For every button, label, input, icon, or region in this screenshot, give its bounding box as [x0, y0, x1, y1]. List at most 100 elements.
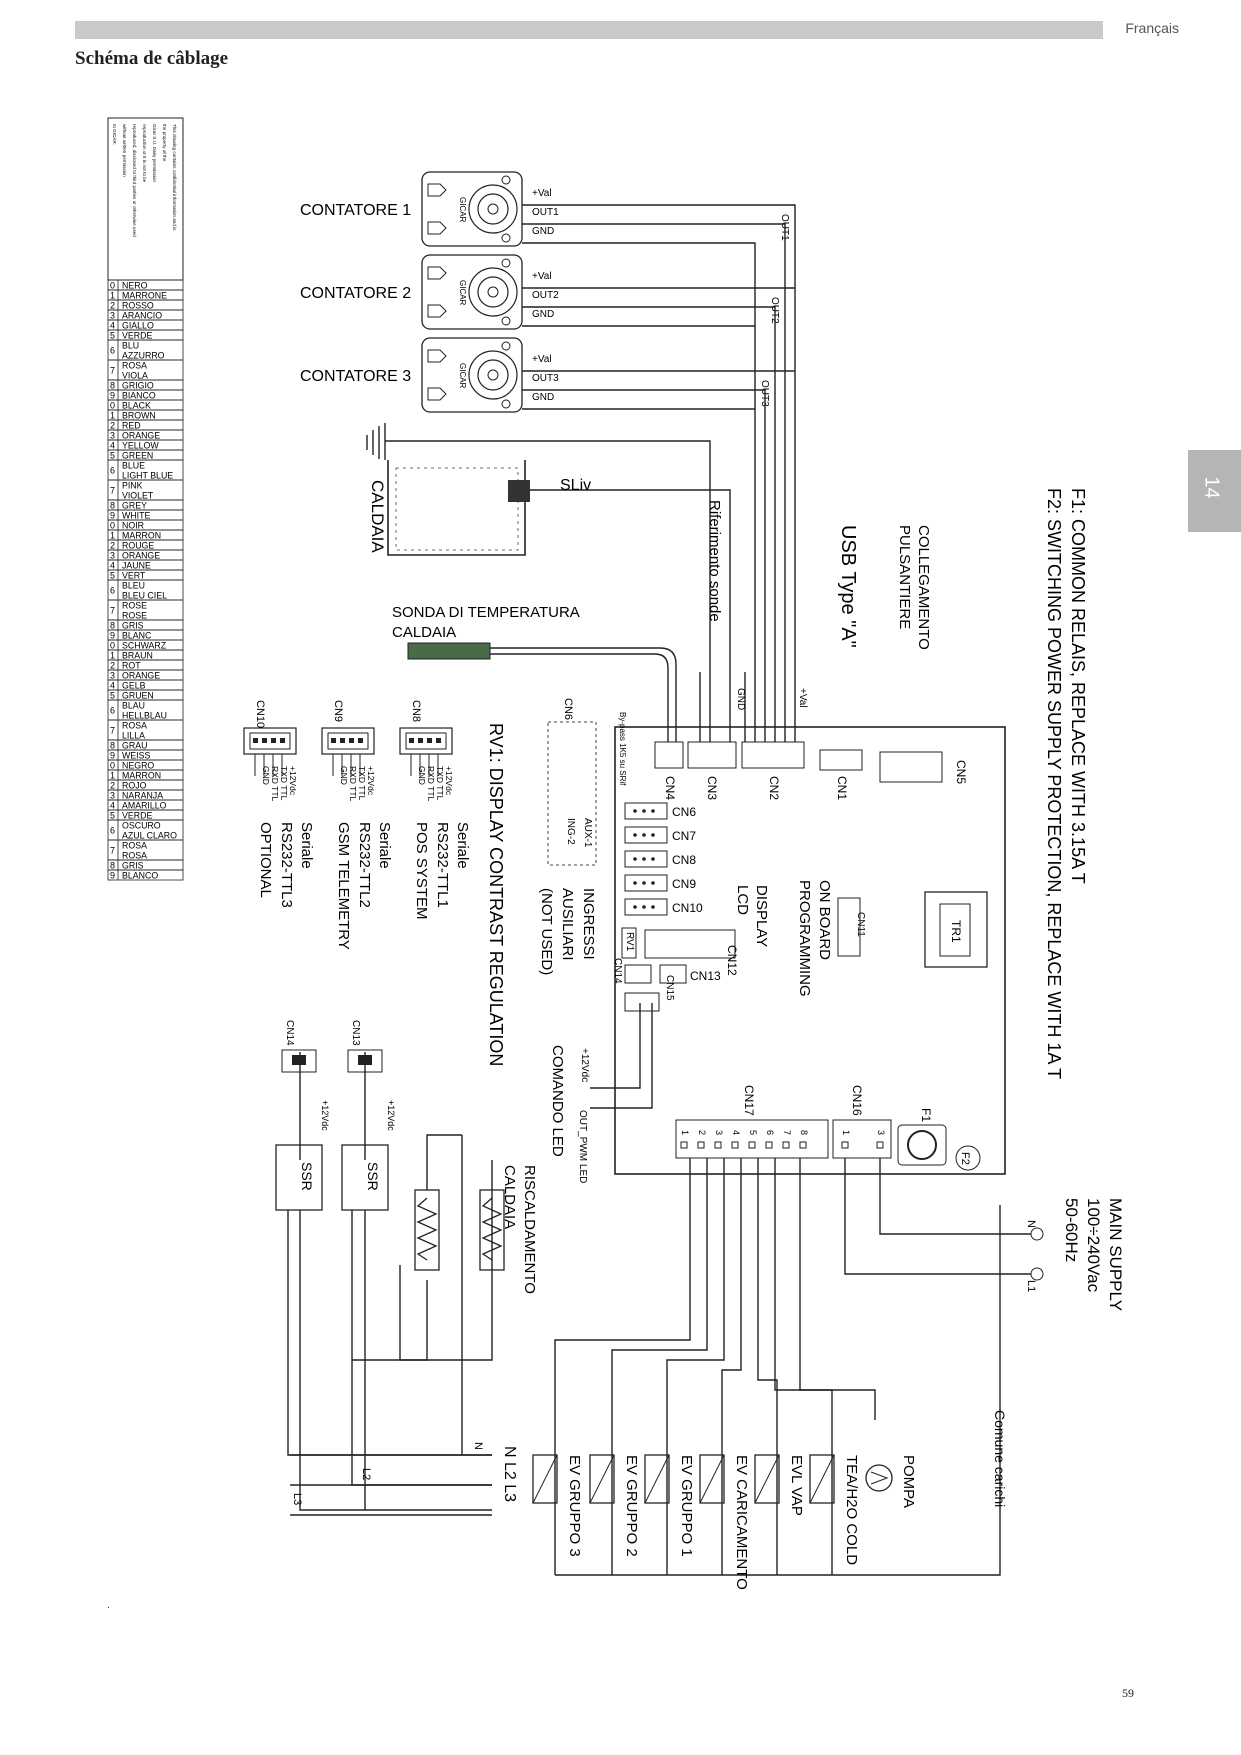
serial-cn-label: CN8: [410, 700, 422, 722]
load-4: EV GRUPPO 1: [644, 1454, 695, 1557]
load-2: EVL VAP: [754, 1454, 805, 1516]
color-row: [107, 659, 184, 671]
load-label: EV GRUPPO 2: [623, 1455, 640, 1557]
load-label: EV GRUPPO 1: [678, 1455, 695, 1557]
cn1-label: CN1: [835, 776, 849, 800]
color-row-name: BLEU: [122, 581, 145, 591]
color-row-name: NOIR: [122, 521, 144, 531]
color-row-number: 8: [110, 381, 115, 391]
color-row-name: BRAUN: [122, 651, 153, 661]
color-row-name: AZZURRO: [122, 351, 165, 361]
ssr-voltage-label: +12Vdc: [320, 1100, 330, 1131]
color-row-number: 7: [110, 606, 115, 616]
color-row-number: 2: [110, 661, 115, 671]
riferimento-sonde-label: Riferimento sonde: [706, 500, 723, 622]
counter-out: OUT2: [532, 290, 559, 301]
color-row-number: 1: [110, 771, 115, 781]
color-row-name: AZUL CLARO: [122, 831, 177, 841]
color-row: [107, 519, 184, 531]
temp-probe-line1: SONDA DI TEMPERATURA: [392, 604, 580, 621]
color-row-number: 4: [110, 801, 115, 811]
color-row-name: VERDE: [122, 331, 152, 341]
page-title: Schéma de câblage: [75, 48, 229, 69]
cn17-pin: 6: [765, 1130, 775, 1135]
load-6: EV GRUPPO 3: [532, 1454, 583, 1557]
cn17-pin: 7: [782, 1130, 792, 1135]
wire-sliv: [530, 489, 731, 742]
serial-cn-label: CN10: [254, 700, 266, 728]
serial-l3: OPTIONAL: [257, 822, 274, 898]
color-row-number: 5: [110, 331, 115, 341]
ssr-label: SSR: [365, 1162, 381, 1191]
color-row-number: 8: [110, 861, 115, 871]
main-supply-label: MAIN SUPPLY: [1106, 1198, 1125, 1311]
side-connector-label: CN8: [672, 853, 696, 867]
lines-n-l2-l3-label: N L2 L3: [501, 1446, 518, 1502]
color-row-name: ROSA: [122, 841, 147, 851]
cn17-pin: 3: [714, 1130, 724, 1135]
wire-supply-n: [879, 1158, 1037, 1235]
load-label: POMPA: [900, 1455, 917, 1508]
load-label: EVL VAP: [788, 1455, 805, 1516]
color-row-name: BLANC: [122, 631, 152, 641]
counter-brand: GICAR: [458, 280, 467, 306]
color-row-name: LIGHT BLUE: [122, 471, 173, 481]
color-row-name: VERT: [122, 571, 146, 581]
cn17-pin: 2: [697, 1130, 707, 1135]
disclaimer-line: reproduction or it is not to be: [142, 124, 147, 183]
serial-pin-label: RXD TTL: [426, 766, 436, 802]
lcd-label: LCD: [734, 885, 751, 915]
serial-l1: Seriale: [376, 822, 393, 869]
line-l3-label: L3: [291, 1493, 303, 1505]
counter-label: CONTATORE 3: [300, 368, 411, 385]
wire-counter1-out: [522, 223, 786, 742]
color-row-number: 4: [110, 321, 115, 331]
cn3-label: CN3: [705, 776, 719, 800]
cn14-board-label: CN14: [612, 958, 623, 984]
serial-l3: POS SYSTEM: [413, 822, 430, 920]
disclaimer-line: to GICAR.: [112, 124, 117, 145]
cn12-label: CN12: [725, 945, 739, 976]
color-row-name: ROSE: [122, 601, 147, 611]
boiler: CALDAIA SLiv: [368, 460, 591, 556]
wire-counter3-out: [522, 389, 766, 742]
cn2-label: CN2: [767, 776, 781, 800]
section-tab[interactable]: 14: [1188, 450, 1241, 532]
counter-val: +Val: [532, 354, 552, 365]
boiler-label: CALDAIA: [368, 480, 387, 553]
serial-l2: RS232-TTL1: [434, 822, 451, 908]
color-row-name: GRIS: [122, 621, 144, 631]
display-label: DISPLAY: [753, 885, 770, 947]
color-row: [107, 569, 184, 581]
fuse-note-f1: F1: COMMON RELAIS, REPLACE WITH 3.15A T: [1068, 488, 1088, 884]
color-row-name: BLAU: [122, 701, 145, 711]
color-row-number: 9: [110, 391, 115, 401]
programming-label: PROGRAMMING: [796, 880, 813, 997]
color-row-number: 6: [110, 466, 115, 476]
aux1-label: AUX-1: [582, 818, 593, 848]
out-pwm-label: OUT_PWM LED: [577, 1110, 588, 1183]
color-row-name: SCHWARZ: [122, 641, 167, 651]
val-vertical-label: +Val: [797, 688, 808, 708]
riscaldamento-label: RISCALDAMENTO: [521, 1165, 538, 1294]
color-row-number: 4: [110, 561, 115, 571]
temp-probe-line2: CALDAIA: [392, 624, 456, 641]
color-row-number: 6: [110, 346, 115, 356]
color-row-name: HELLBLAU: [122, 711, 167, 721]
rv1-label: RV1: DISPLAY CONTRAST REGULATION: [486, 723, 506, 1066]
color-row-number: 1: [110, 291, 115, 301]
serial-l1: Seriale: [298, 822, 315, 869]
load-5: EV GRUPPO 2: [589, 1454, 640, 1557]
color-row-name: ROSA: [122, 721, 147, 731]
color-row-name: VIOLET: [122, 491, 154, 501]
terminal-n-label: N: [1025, 1220, 1037, 1228]
wire-cn15-b: [590, 1003, 653, 1109]
color-row-name: ORANGE: [122, 551, 160, 561]
color-row-number: 0: [110, 401, 115, 411]
color-row-number: 8: [110, 501, 115, 511]
color-row-number: 2: [110, 541, 115, 551]
color-row-number: 1: [110, 411, 115, 421]
